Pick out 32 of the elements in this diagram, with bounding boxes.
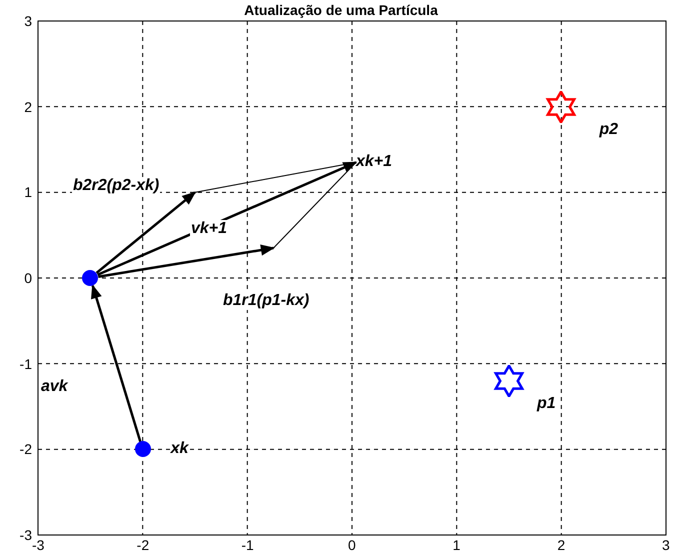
tick-label: -3 [20,527,32,543]
tick-label: 0 [24,270,32,286]
data-point [82,270,98,286]
tick-label: 3 [662,537,670,553]
point-label: p1 [537,394,556,413]
point-label: xk+1 [356,153,392,172]
tick-label: 2 [557,537,566,553]
tick-label: -2 [20,441,32,458]
star-marker [493,364,525,397]
star-marker [545,90,578,123]
tick-label: -3 [32,537,44,553]
edge-label: vk+1 [190,220,228,238]
tick-label: -1 [241,537,254,553]
point-label: p2 [599,120,618,139]
tick-label: 2 [24,98,32,115]
tick-label: -2 [136,537,150,553]
data-point [134,441,151,458]
tick-label: 1 [24,184,32,200]
tick-label: 0 [348,537,356,553]
chart-title: Atualização de uma Partícula [243,2,439,18]
arrow [96,191,196,274]
point-label: xk [170,440,188,458]
arrow [97,161,358,276]
tick-label: -1 [20,356,32,372]
arrow [98,244,275,278]
tick-label: 3 [24,13,32,29]
edge-label: b2r2(p2-xk) [72,177,160,195]
tick-label: 1 [452,537,460,553]
edge-label: b1r1(p1-kx) [222,292,310,310]
line [273,162,356,249]
line [194,162,356,193]
arrow [91,284,142,442]
